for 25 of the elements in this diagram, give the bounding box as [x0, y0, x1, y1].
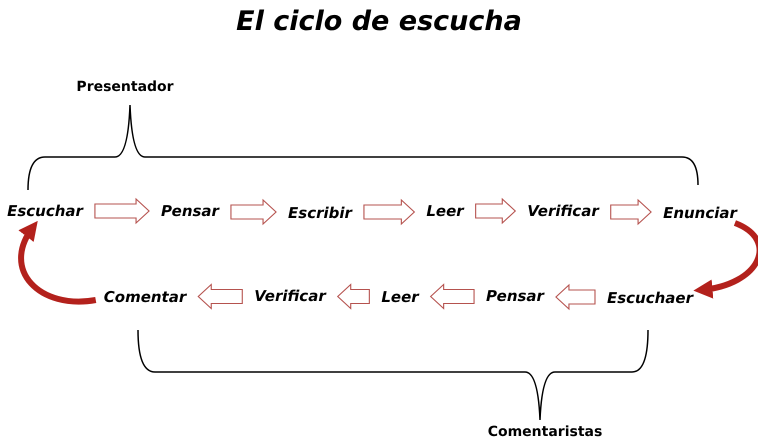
step-label: Comentar: [102, 287, 188, 307]
step-label: Verificar: [525, 201, 601, 221]
block-arrow: [336, 283, 370, 310]
step-label: Pensar: [484, 286, 546, 306]
step-label: Leer: [379, 287, 421, 307]
block-arrow: [197, 283, 243, 310]
block-arrow: [363, 198, 416, 226]
block-arrow: [555, 284, 596, 310]
block-arrow: [475, 198, 516, 224]
step-label: Enunciar: [661, 203, 739, 223]
step-label: Verificar: [252, 286, 328, 306]
block-arrow: [230, 198, 277, 226]
block-arrow: [610, 198, 652, 226]
step-label: Pensar: [159, 201, 221, 221]
group-label: Presentador: [76, 79, 174, 95]
curved-arrow: [693, 220, 758, 298]
group-label: Comentaristas: [488, 424, 602, 440]
step-label: Escuchaer: [605, 288, 695, 308]
step-label: Escribir: [286, 203, 354, 223]
curved-arrow: [18, 220, 96, 304]
diagram-title: El ciclo de escucha: [236, 6, 522, 37]
step-label: Escuchar: [5, 201, 85, 221]
step-label: Leer: [424, 201, 466, 221]
block-arrow: [430, 283, 475, 310]
block-arrow: [94, 198, 150, 224]
